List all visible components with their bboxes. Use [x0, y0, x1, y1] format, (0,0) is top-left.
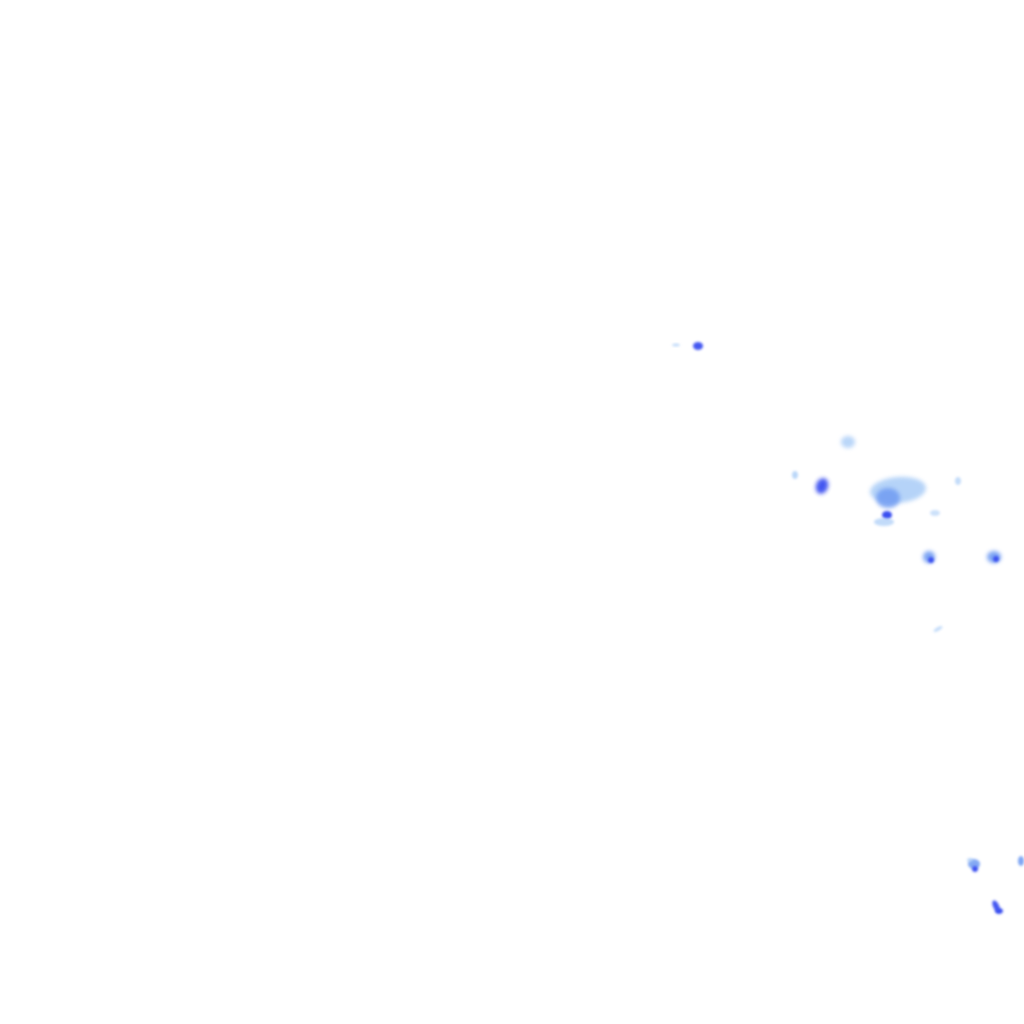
- echo-cell-4: [792, 471, 798, 479]
- echo-cell-11: [955, 477, 961, 485]
- echo-cell-13: [928, 557, 934, 563]
- echo-cell-9: [874, 518, 894, 526]
- echo-cell-22: [995, 908, 1003, 914]
- echo-cell-18: [972, 866, 978, 872]
- echo-cell-10: [930, 510, 940, 516]
- echo-cell-19: [967, 858, 973, 862]
- echo-cell-5: [815, 478, 829, 494]
- echo-cell-16: [933, 626, 943, 632]
- echo-cell-20: [1018, 856, 1024, 866]
- echo-cell-7: [876, 488, 900, 508]
- echo-cell-15: [993, 556, 999, 562]
- precipitation-echo-layer: [672, 342, 1024, 914]
- echo-cell-8: [882, 511, 892, 519]
- echo-cell-2: [693, 342, 703, 350]
- echo-cell-1: [672, 343, 680, 347]
- echo-cell-3: [841, 436, 855, 448]
